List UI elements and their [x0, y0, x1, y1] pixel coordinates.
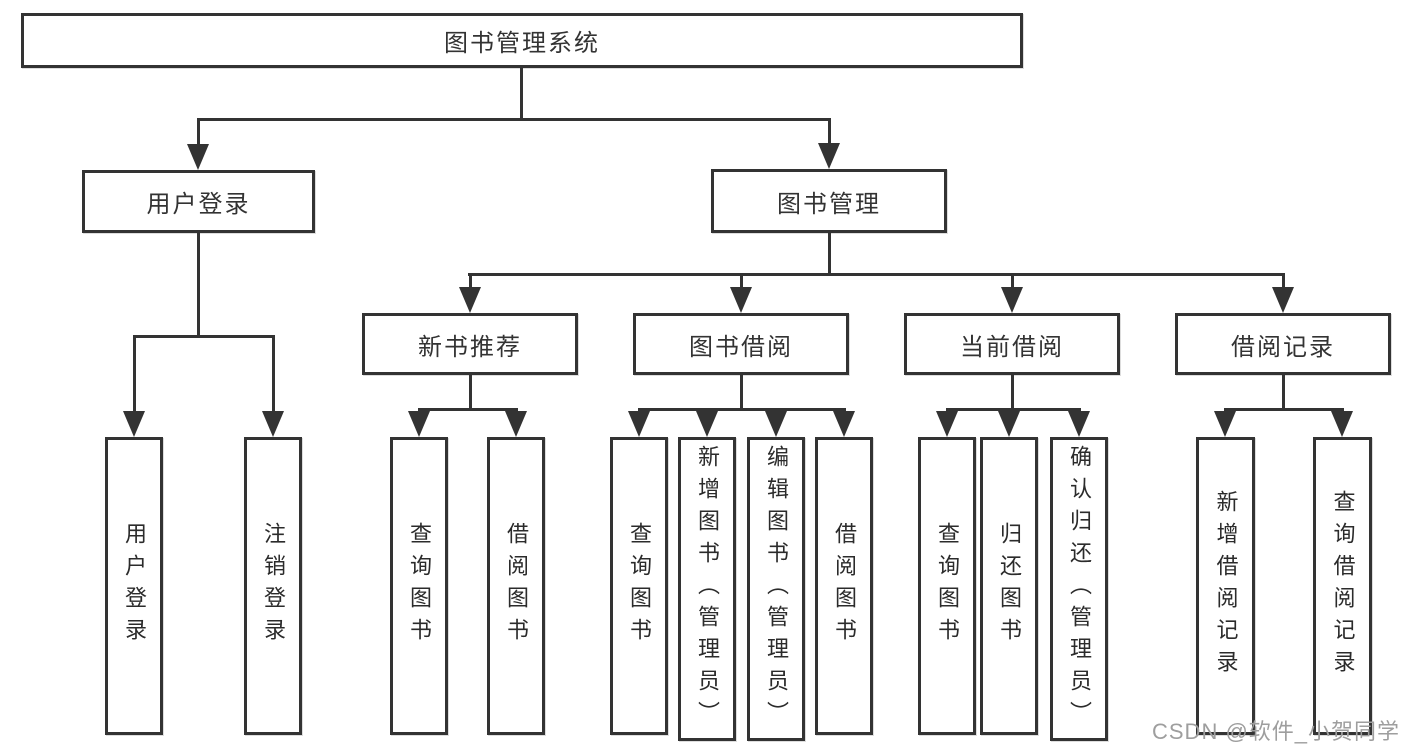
arrowhead-down-icon	[1331, 411, 1353, 437]
connector-book-borrowing-drop	[740, 273, 743, 291]
connector-level2-bar	[197, 118, 831, 121]
connector-current-borrowing-children-bar	[946, 408, 1080, 411]
node-root-label: 图书管理系统	[444, 30, 600, 57]
leaf-confirm-return-admin-label: 确认归还（管理员）	[1067, 445, 1092, 733]
leaf-query-book-current-label: 查询图书	[935, 522, 960, 650]
connector-book-borrowing-children-bar	[638, 408, 846, 411]
node-book-management: 图书管理	[711, 169, 947, 233]
leaf-return-book: 归还图书	[980, 437, 1038, 735]
csdn-watermark: CSDN @软件_小贺同学	[1152, 719, 1401, 744]
connector-book-management-drop	[828, 118, 831, 147]
leaf-add-book-admin: 新增图书（管理员）	[678, 437, 736, 741]
node-borrowing-records: 借阅记录	[1175, 313, 1391, 375]
arrowhead-down-icon	[408, 411, 430, 437]
leaf-user-login-label: 用户登录	[122, 522, 147, 650]
node-book-borrowing-label: 图书借阅	[689, 333, 793, 361]
node-current-borrowing: 当前借阅	[904, 313, 1120, 375]
node-user-login: 用户登录	[82, 170, 315, 233]
leaf-edit-book-admin-label: 编辑图书（管理员）	[764, 445, 789, 733]
connector-new-book-recommend-children-bar	[418, 408, 518, 411]
leaf-borrow-book: 借阅图书	[815, 437, 873, 735]
arrowhead-down-icon	[1068, 411, 1090, 437]
connector-borrowing-records-children-bar	[1224, 408, 1344, 411]
connector-level3-bar	[468, 273, 1285, 276]
arrowhead-down-icon	[1214, 411, 1236, 437]
connector-book-borrowing-stem	[740, 373, 743, 411]
arrowhead-down-icon	[998, 411, 1020, 437]
leaf-query-borrow-record: 查询借阅记录	[1313, 437, 1372, 735]
arrowhead-down-icon	[936, 411, 958, 437]
leaf-query-book-recommend: 查询图书	[390, 437, 448, 735]
node-user-login-label: 用户登录	[146, 191, 251, 218]
node-borrowing-records-label: 借阅记录	[1231, 333, 1335, 361]
node-book-management-label: 图书管理	[777, 190, 881, 218]
arrowhead-down-icon	[696, 411, 718, 437]
connector-user-login-drop	[197, 118, 200, 148]
leaf-user-login: 用户登录	[105, 437, 163, 735]
arrowhead-down-icon	[818, 143, 840, 169]
connector-leaf-user-login-drop	[133, 335, 136, 415]
node-current-borrowing-label: 当前借阅	[960, 333, 1064, 361]
connector-user-login-stem	[197, 231, 200, 337]
connector-borrowing-records-drop	[1282, 273, 1285, 291]
arrowhead-down-icon	[833, 411, 855, 437]
connector-book-management-stem	[828, 231, 831, 275]
arrowhead-down-icon	[187, 144, 209, 170]
connector-new-book-recommend-drop	[469, 273, 472, 291]
arrowhead-down-icon	[730, 287, 752, 313]
arrowhead-down-icon	[1001, 287, 1023, 313]
connector-current-borrowing-drop	[1011, 273, 1014, 291]
node-new-book-recommend-label: 新书推荐	[418, 333, 522, 361]
connector-borrowing-records-stem	[1282, 373, 1285, 411]
leaf-query-book-borrowing: 查询图书	[610, 437, 668, 735]
arrowhead-down-icon	[123, 411, 145, 437]
node-root: 图书管理系统	[21, 13, 1023, 68]
leaf-query-book-borrowing-label: 查询图书	[627, 522, 652, 650]
leaf-borrow-book-label: 借阅图书	[832, 522, 857, 650]
leaf-confirm-return-admin: 确认归还（管理员）	[1050, 437, 1108, 741]
leaf-add-borrow-record-label: 新增借阅记录	[1213, 490, 1239, 682]
leaf-logout: 注销登录	[244, 437, 302, 735]
arrowhead-down-icon	[628, 411, 650, 437]
connector-root-stem	[520, 66, 523, 120]
arrowhead-down-icon	[262, 411, 284, 437]
node-new-book-recommend: 新书推荐	[362, 313, 578, 375]
arrowhead-down-icon	[459, 287, 481, 313]
leaf-edit-book-admin: 编辑图书（管理员）	[747, 437, 805, 741]
arrowhead-down-icon	[765, 411, 787, 437]
arrowhead-down-icon	[505, 411, 527, 437]
leaf-query-book-current: 查询图书	[918, 437, 976, 735]
leaf-return-book-label: 归还图书	[997, 522, 1022, 650]
node-book-borrowing: 图书借阅	[633, 313, 849, 375]
connector-leaf-logout-drop	[272, 335, 275, 415]
connector-new-book-recommend-stem	[469, 373, 472, 411]
leaf-borrow-book-recommend-label: 借阅图书	[504, 522, 529, 650]
leaf-add-borrow-record: 新增借阅记录	[1196, 437, 1255, 735]
leaf-add-book-admin-label: 新增图书（管理员）	[695, 445, 720, 733]
leaf-borrow-book-recommend: 借阅图书	[487, 437, 545, 735]
connector-user-login-children-bar	[133, 335, 275, 338]
connector-current-borrowing-stem	[1011, 373, 1014, 411]
leaf-query-book-recommend-label: 查询图书	[407, 522, 432, 650]
arrowhead-down-icon	[1272, 287, 1294, 313]
leaf-query-borrow-record-label: 查询借阅记录	[1330, 490, 1356, 682]
leaf-logout-label: 注销登录	[261, 522, 286, 650]
